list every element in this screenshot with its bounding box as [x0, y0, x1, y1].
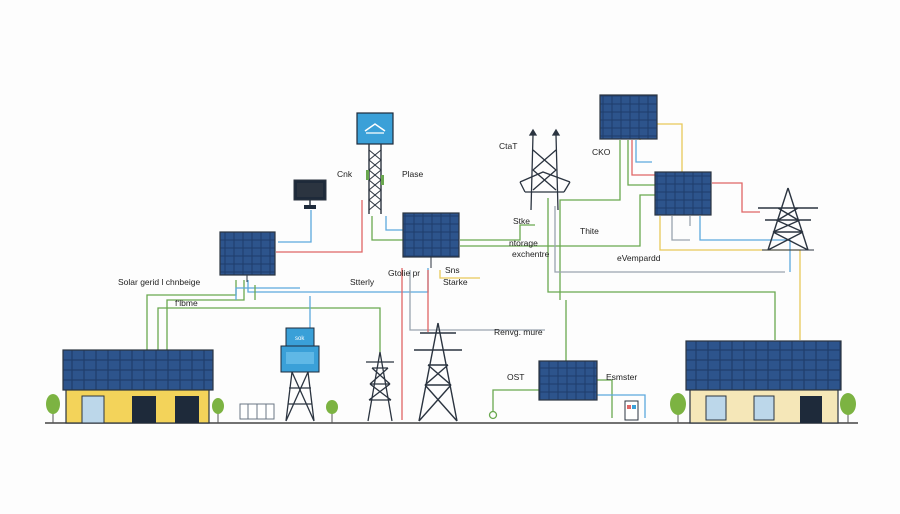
- wiring: [146, 123, 801, 420]
- wire-red: [712, 182, 760, 213]
- solar-panel-right: [654, 171, 712, 216]
- wire-gray: [554, 206, 785, 273]
- storage-tower: [280, 327, 320, 422]
- label-cko: CKO: [592, 147, 611, 157]
- label-ctat: CtaT: [499, 141, 517, 151]
- label-starke: Starke: [443, 277, 468, 287]
- inverter-box: [624, 400, 639, 421]
- wire-green: [371, 216, 403, 241]
- solar-panel-top: [599, 94, 658, 140]
- label-stterly: Stterly: [350, 277, 375, 287]
- label-exchentre: exchentre: [512, 249, 550, 259]
- wire-blue: [699, 216, 791, 272]
- wire-yellow: [659, 216, 801, 340]
- wire-blue: [385, 216, 403, 231]
- wire-yellow: [439, 270, 480, 279]
- solar-panel-left: [219, 231, 276, 276]
- monitor-icon: [293, 179, 327, 209]
- label-plase: Plase: [402, 169, 424, 179]
- wire-green: [547, 198, 776, 340]
- label-ost: OST: [507, 372, 524, 382]
- wire-gray: [671, 216, 690, 241]
- pylon-large: [414, 322, 462, 422]
- label-evempardd: eVempardd: [617, 253, 661, 263]
- label-f-lbme: fʻlbme: [175, 298, 198, 308]
- label-sok: sok: [295, 336, 305, 342]
- solar-panel-roof: [62, 349, 214, 391]
- label-esmster: Esmster: [606, 372, 637, 382]
- solar-panel-bottom: [538, 360, 598, 401]
- label-stke: Stke: [513, 216, 530, 226]
- pylon-small: [366, 351, 394, 422]
- wire-blue: [235, 287, 300, 300]
- wire-green: [460, 224, 535, 241]
- battery-unit: [239, 403, 275, 420]
- label-gtolie: Gtolie pr: [388, 268, 420, 278]
- house-right: [685, 340, 842, 424]
- label-thite: Thite: [580, 226, 599, 236]
- wire-green: [597, 379, 613, 418]
- control-station-tower: [356, 112, 394, 214]
- trees: [46, 393, 856, 423]
- pylon-top-center: [519, 128, 571, 211]
- label-sns: Sns: [445, 265, 460, 275]
- label-ntorage: ntorage: [509, 238, 538, 248]
- wire-red: [276, 200, 363, 253]
- wire-green: [492, 389, 539, 412]
- label-cnk: Cnk: [337, 169, 353, 179]
- wire-red: [631, 140, 655, 176]
- wire-blue: [278, 210, 312, 243]
- wire-green: [627, 140, 655, 186]
- solar-panel-center: [402, 212, 460, 258]
- house-roof-icon: [364, 123, 386, 132]
- label-renvg: Renvg. mure: [494, 327, 543, 337]
- house-left: [62, 349, 214, 424]
- wire-blue: [597, 394, 646, 418]
- wire-blue: [635, 140, 652, 163]
- solar-panel-roof: [685, 340, 842, 391]
- label-solar-grid: Solar gerid l chnbeige: [118, 277, 200, 287]
- wire-gray: [409, 270, 545, 331]
- wire-green: [460, 194, 655, 247]
- connector-node: [488, 410, 498, 420]
- wire-green: [166, 280, 245, 392]
- pylon-right: [758, 187, 818, 251]
- wire-green: [559, 140, 621, 300]
